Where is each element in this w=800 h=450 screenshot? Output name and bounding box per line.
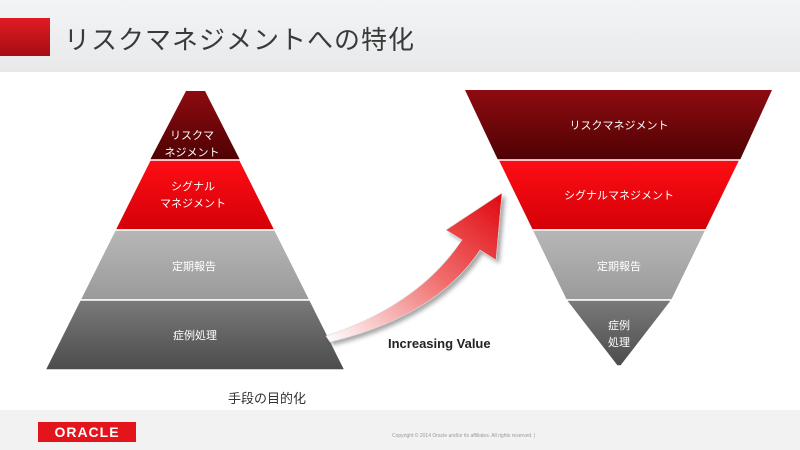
slide-title: リスクマネジメントへの特化 bbox=[64, 26, 416, 56]
pyramid-caption: 手段の目的化 bbox=[228, 392, 307, 407]
pyramid: リスクマ ネジメント シグナル マネジメント 定期報告 症例処理 bbox=[43, 91, 347, 371]
funnel-label-2: シグナルマネジメント bbox=[564, 188, 674, 202]
pyramid-label-4: 症例処理 bbox=[173, 328, 217, 342]
increasing-value-arrow bbox=[325, 192, 503, 343]
title-accent-bar bbox=[0, 18, 50, 56]
pyramid-level-1 bbox=[150, 91, 240, 160]
funnel-label-3: 定期報告 bbox=[597, 259, 641, 273]
oracle-logo: ORACLE bbox=[38, 422, 136, 442]
pyramid-label-3: 定期報告 bbox=[172, 259, 216, 273]
funnel-label-4b: 処理 bbox=[608, 336, 630, 349]
pyramid-label-2b: マネジメント bbox=[160, 197, 226, 210]
title-band bbox=[0, 0, 800, 72]
pyramid-label-1b: ネジメント bbox=[165, 146, 220, 159]
pyramid-label-2a: シグナル bbox=[171, 179, 215, 193]
funnel-level-4 bbox=[564, 299, 674, 367]
funnel-label-1: リスクマネジメント bbox=[570, 119, 669, 132]
pyramid-level-4 bbox=[43, 299, 347, 371]
funnel-label-4a: 症例 bbox=[608, 318, 630, 332]
arrow-label: Increasing Value bbox=[388, 336, 491, 351]
pyramid-label-1a: リスクマ bbox=[170, 129, 214, 142]
pyramid-level-2 bbox=[113, 159, 277, 231]
funnel: リスクマネジメント シグナルマネジメント 定期報告 症例 処理 bbox=[465, 90, 772, 367]
copyright-text: Copyright © 2014 Oracle and/or its affil… bbox=[392, 433, 536, 439]
funnel-level-1 bbox=[465, 90, 772, 160]
